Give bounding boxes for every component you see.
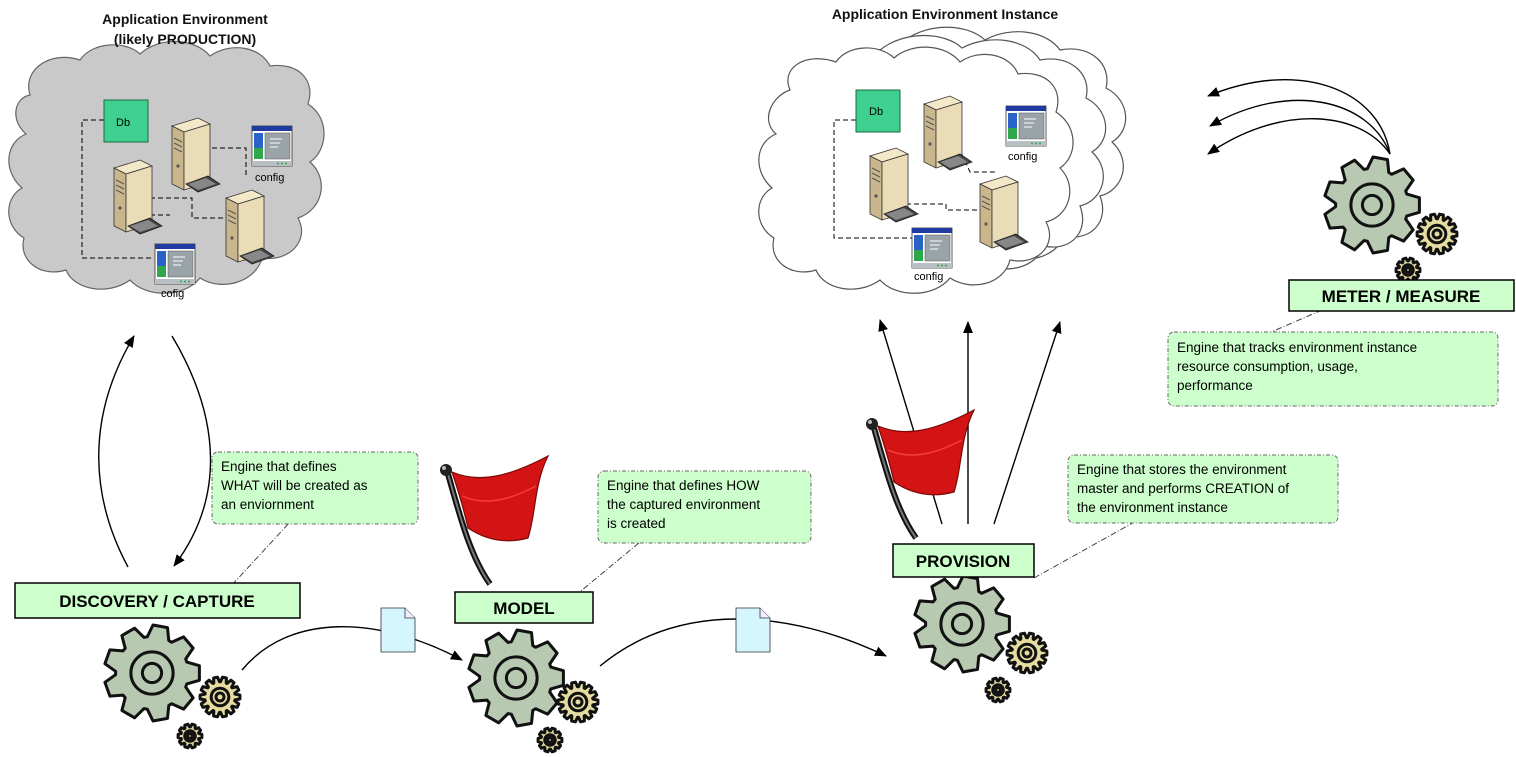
- gear-icon: [198, 675, 242, 719]
- gear-icon: [1323, 155, 1421, 255]
- gear-engines: [103, 155, 1459, 754]
- stage-provision-label: PROVISION: [892, 543, 1035, 578]
- gear-icon: [1394, 256, 1422, 284]
- note-provision-line2: master and performs CREATION of: [1077, 481, 1289, 496]
- right-config-label-2: config: [914, 271, 943, 283]
- gear-icon: [467, 628, 565, 728]
- document-icon: [380, 607, 416, 653]
- note-meter-line3: performance: [1177, 378, 1253, 393]
- note-provision-line3: the environment instance: [1077, 500, 1228, 515]
- note-meter-line2: resource consumption, usage,: [1177, 359, 1358, 374]
- left-config-label: config: [255, 172, 284, 184]
- gear-icon: [556, 680, 600, 724]
- gear-icon: [176, 722, 204, 750]
- flag-icon: [866, 410, 974, 538]
- config-window-icon: [154, 243, 196, 285]
- stage-meter-label: METER / MEASURE: [1288, 279, 1515, 312]
- note-provision-line1: Engine that stores the environment: [1077, 462, 1287, 477]
- stage-model-label: MODEL: [454, 591, 594, 624]
- note-model: Engine that defines HOW the captured env…: [597, 470, 812, 544]
- stage-model-text: MODEL: [493, 599, 554, 618]
- note-model-line2: the captured environment: [607, 497, 760, 512]
- stage-discovery-label: DISCOVERY / CAPTURE: [14, 582, 301, 619]
- note-discovery-line1: Engine that defines: [221, 459, 337, 474]
- gear-icon: [536, 726, 564, 754]
- flag-icon: [440, 456, 548, 584]
- note-meter: Engine that tracks environment instance …: [1167, 331, 1499, 407]
- right-config-label-1: config: [1008, 151, 1037, 163]
- left-title-line2: (likely PRODUCTION): [114, 31, 256, 47]
- gear-icon: [984, 676, 1012, 704]
- gear-icon: [913, 574, 1011, 674]
- document-icon: [735, 607, 771, 653]
- note-meter-line1: Engine that tracks environment instance: [1177, 340, 1417, 355]
- right-db-label: Db: [869, 106, 883, 118]
- config-window-icon: [1005, 105, 1047, 147]
- gear-icon: [1005, 631, 1049, 675]
- note-model-line3: is created: [607, 516, 666, 531]
- note-discovery-line3: an enviornment: [221, 497, 314, 512]
- note-model-line1: Engine that defines HOW: [607, 478, 760, 493]
- right-db-icon: Db: [855, 89, 901, 133]
- stage-meter-text: METER / MEASURE: [1322, 287, 1481, 306]
- right-title: Application Environment Instance: [832, 6, 1059, 22]
- flow-arrows: [98, 79, 1391, 671]
- note-discovery-line2: WHAT will be created as: [221, 478, 368, 493]
- stage-provision-text: PROVISION: [916, 552, 1010, 571]
- callout-leaders: [231, 309, 1323, 611]
- config-window-icon: [251, 125, 293, 167]
- left-cofig-label: cofig: [161, 288, 184, 300]
- left-title-line1: Application Environment: [102, 11, 268, 27]
- gear-icon: [103, 623, 201, 723]
- note-discovery: Engine that defines WHAT will be created…: [211, 451, 419, 525]
- stage-discovery-text: DISCOVERY / CAPTURE: [59, 592, 255, 611]
- gear-icon: [1415, 212, 1459, 256]
- left-db-label: Db: [116, 117, 130, 129]
- left-db-icon: Db: [103, 99, 149, 143]
- config-window-icon: [911, 227, 953, 269]
- note-provision: Engine that stores the environment maste…: [1067, 454, 1339, 524]
